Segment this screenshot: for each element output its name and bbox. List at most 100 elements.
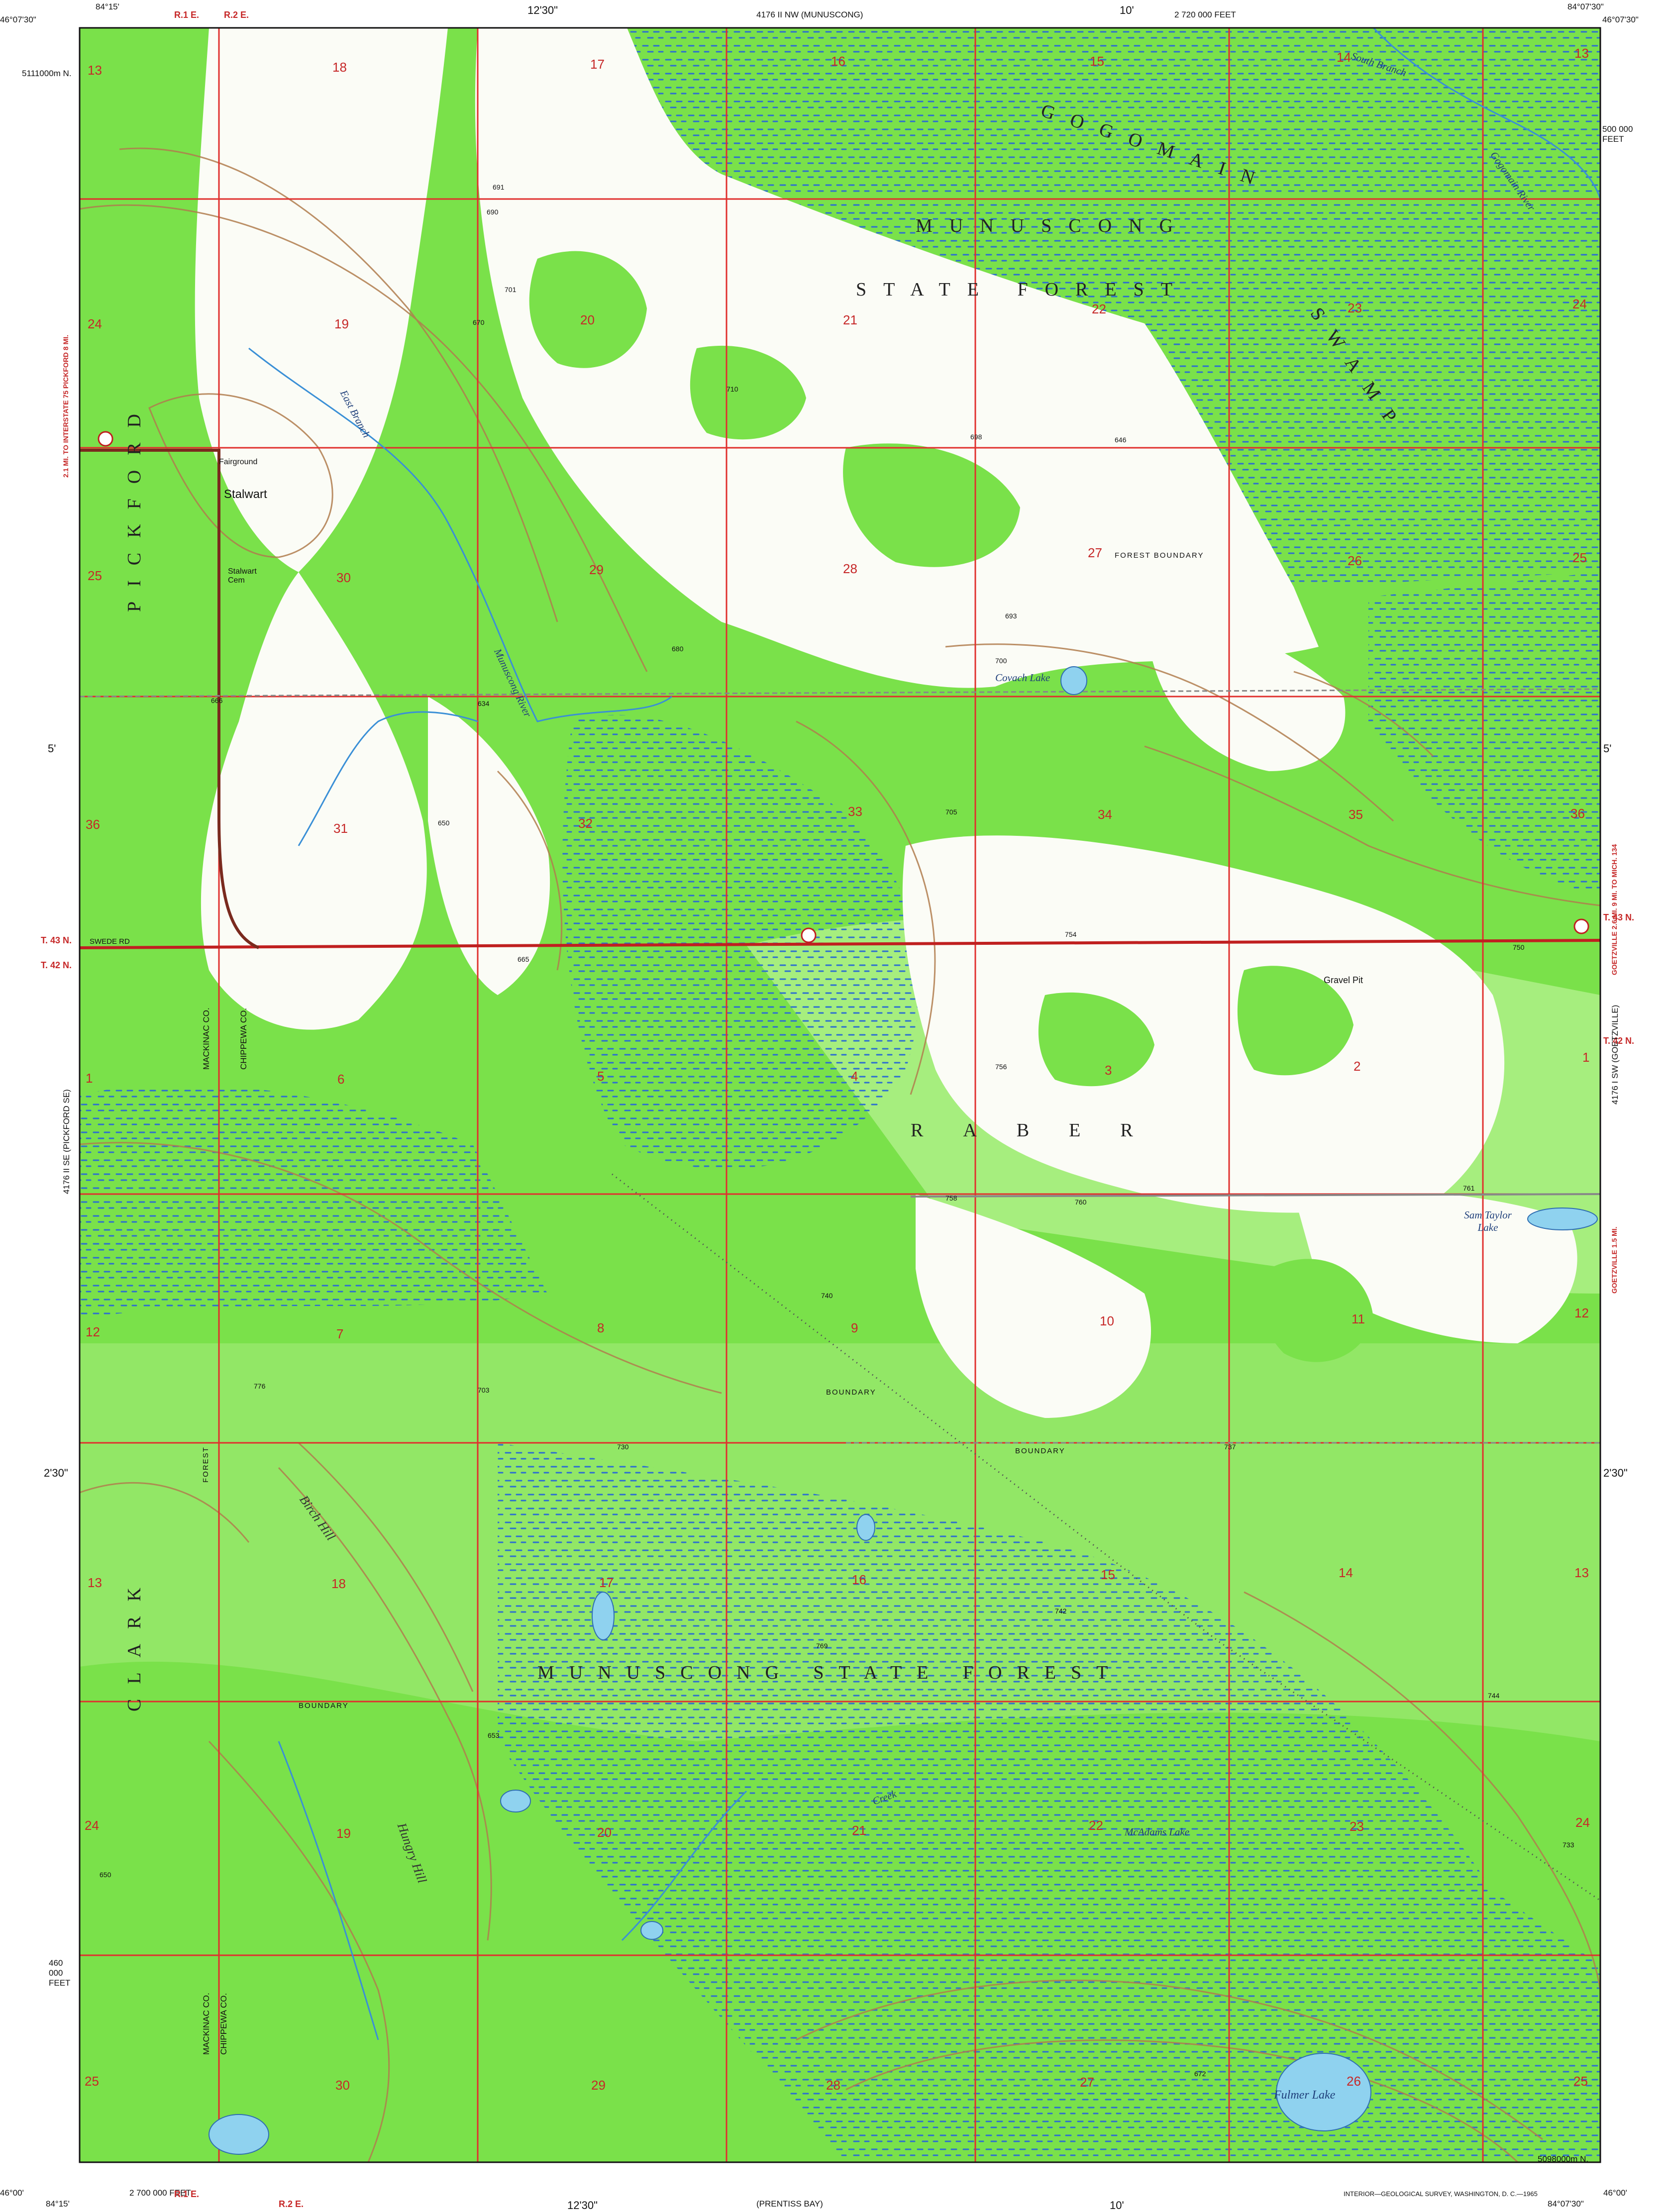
- woodland-patch-4: [1038, 992, 1154, 1087]
- label-pickford: PICKFORD: [124, 399, 145, 612]
- route-48-shield-center: [801, 927, 817, 943]
- label-boundary-3: BOUNDARY: [299, 1702, 349, 1710]
- section-number: 18: [331, 1576, 346, 1591]
- central-marsh: [562, 714, 920, 1169]
- elevation: 769: [816, 1642, 828, 1650]
- section-number: 32: [578, 816, 593, 831]
- label-forest-boundary: FOREST BOUNDARY: [1115, 551, 1204, 560]
- range-bottom-r1: R.1 E.: [174, 2189, 200, 2199]
- corner-se-lat: 46°00': [1603, 2188, 1627, 2198]
- range-top-r2: R.2 E.: [224, 10, 249, 20]
- tick-right-lower: 2'30": [1603, 1467, 1628, 1479]
- elevation: 710: [727, 385, 738, 393]
- tick-left-lower: 2'30": [44, 1467, 68, 1479]
- elevation: 700: [995, 657, 1007, 665]
- section-number: 4: [851, 1069, 858, 1084]
- elevation: 742: [1055, 1607, 1067, 1615]
- section-number: 16: [852, 1572, 866, 1587]
- section-number: 12: [1574, 1306, 1589, 1320]
- elevation: 672: [1194, 2070, 1206, 2078]
- township-right-upper: T. 43 N.: [1603, 912, 1635, 922]
- elevation: 760: [1075, 1198, 1087, 1206]
- label-boundary-2: BOUNDARY: [1015, 1447, 1065, 1455]
- fulmer-lake: [1276, 2053, 1371, 2131]
- small-lake-1: [592, 1592, 615, 1640]
- section-number: 31: [333, 821, 348, 836]
- east-marsh: [1368, 572, 1600, 896]
- label-forest-north-1: MUNUSCONG: [916, 215, 1190, 236]
- feet-left-bottom: 460 000 FEET: [49, 1958, 71, 1988]
- section-number: 26: [1347, 2074, 1361, 2089]
- label-raber: RABER: [911, 1120, 1173, 1141]
- clearing-west-2: [428, 697, 550, 995]
- section-number: 30: [335, 2078, 350, 2093]
- elevation: 744: [1488, 1692, 1500, 1700]
- township-right-lower: T. 42 N.: [1603, 1036, 1635, 1046]
- small-lake-4: [640, 1921, 663, 1940]
- elevation: 691: [493, 183, 505, 191]
- section-number: 12: [86, 1324, 100, 1339]
- section-number: 15: [1090, 54, 1104, 69]
- label-clark: CLARK: [124, 1573, 145, 1711]
- section-number: 25: [88, 568, 102, 583]
- road-note-right-lower: GOETZVILLE 1.5 MI.: [1610, 1226, 1618, 1294]
- label-mackinac-co: MACKINAC CO.: [202, 1007, 211, 1070]
- corner-sw-lon: 84°15': [46, 2199, 70, 2209]
- road-note-left: 2.1 MI. TO INTERSTATE 75 PICKFORD 8 MI.: [62, 334, 70, 478]
- section-number: 18: [332, 60, 347, 75]
- label-mackinac-co-2: MACKINAC CO.: [202, 1993, 211, 2055]
- section-number: 27: [1080, 2075, 1094, 2090]
- adjoining-left: 4176 II SE (PICKFORD SE): [62, 1089, 71, 1194]
- section-number: 33: [848, 804, 862, 819]
- elevation: 680: [672, 645, 684, 653]
- section-number: 22: [1092, 302, 1106, 316]
- section-number: 19: [336, 1826, 351, 1841]
- section-number: 23: [1350, 1819, 1364, 1834]
- corner-nw-lon: 84°15': [96, 2, 119, 11]
- elevation: 698: [970, 433, 982, 441]
- label-swede-rd: SWEDE RD: [90, 937, 130, 946]
- section-number: 17: [599, 1575, 614, 1590]
- woodland-patch-6: [1262, 1259, 1373, 1362]
- section-number: 24: [85, 1818, 99, 1833]
- elevation: 690: [487, 208, 499, 216]
- neatline: [79, 27, 1601, 2163]
- woodland-patch-5: [1237, 966, 1354, 1076]
- label-chippewa-co: CHIPPEWA CO.: [239, 1007, 248, 1070]
- section-number: 5: [597, 1069, 605, 1084]
- section-number: 30: [336, 570, 351, 585]
- rivers: [248, 28, 1600, 2040]
- label-forest-west: FOREST: [202, 1446, 210, 1483]
- section-number: 20: [580, 312, 595, 327]
- elevation: 750: [1513, 943, 1525, 951]
- label-stalwart-cem: Stalwart Cem: [228, 567, 257, 585]
- elevation: 737: [1224, 1443, 1236, 1451]
- elevation: 776: [254, 1382, 266, 1390]
- small-lake-2: [500, 1790, 531, 1812]
- label-stalwart: Stalwart: [224, 488, 267, 501]
- section-number: 3: [1105, 1063, 1112, 1078]
- section-number: 22: [1089, 1818, 1103, 1833]
- label-covach-lake: Covach Lake: [995, 672, 1050, 684]
- section-number: 11: [1352, 1311, 1365, 1326]
- elevation: 665: [518, 955, 529, 963]
- section-number: 35: [1349, 807, 1363, 822]
- elevation: 693: [1005, 612, 1017, 620]
- adjoining-right: 4176 I SW (GOETZVILLE): [1610, 1005, 1620, 1105]
- elevation: 761: [1463, 1184, 1475, 1192]
- adjoining-top: 4176 II NW (MUNUSCONG): [756, 10, 863, 19]
- clearing-northwest: [195, 28, 448, 572]
- section-number: 25: [1573, 2074, 1588, 2089]
- feet-bottom-left: 2 700 000 FEET: [129, 2188, 191, 2198]
- elevation: 653: [488, 1731, 500, 1739]
- label-gravel-pit: Gravel Pit: [1324, 975, 1363, 985]
- corner-nw-lat: 46°07'30": [0, 15, 36, 24]
- label-mcadams-lake: McAdams Lake: [1125, 1826, 1190, 1838]
- section-number: 13: [88, 63, 102, 78]
- label-chippewa-co-2: CHIPPEWA CO.: [219, 1993, 228, 2055]
- elevation: 730: [617, 1443, 629, 1451]
- section-number: 34: [1098, 807, 1112, 822]
- township-left-lower: T. 42 N.: [41, 960, 72, 970]
- utm-bottom-right: 5098000m N.: [1538, 2154, 1589, 2164]
